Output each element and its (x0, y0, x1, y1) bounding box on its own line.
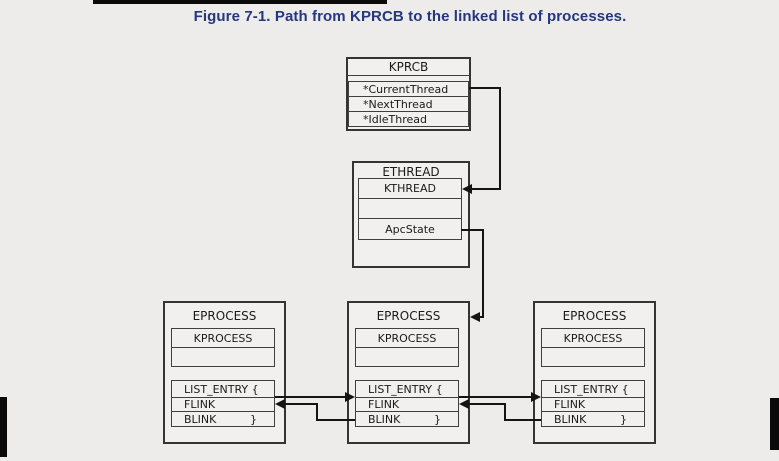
blink-label: BLINK (184, 412, 217, 426)
eprocess-box-left: EPROCESS KPROCESS LIST_ENTRY { FLINK BLI… (163, 301, 286, 444)
ethread-field-stack: KTHREAD ApcState (358, 178, 462, 240)
connector-flink-middle-to-right (459, 392, 541, 402)
eprocess-box-middle: EPROCESS KPROCESS LIST_ENTRY { FLINK BLI… (347, 301, 470, 444)
list-entry-block: LIST_ENTRY { FLINK BLINK } (541, 380, 645, 427)
connector-flink-left-to-middle (275, 392, 355, 402)
kprocess-empty-row (171, 347, 275, 367)
closing-brace: } (434, 412, 441, 426)
list-entry-row: LIST_ENTRY { (171, 380, 275, 398)
kprcb-field-currentthread: *CurrentThread (348, 81, 469, 97)
scan-artifact-top-edge (93, 0, 387, 4)
ethread-empty-row (358, 198, 462, 219)
flink-row: FLINK (171, 397, 275, 412)
connector-blink-right-to-middle (459, 399, 541, 421)
blink-label: BLINK (368, 412, 401, 426)
list-entry-row: LIST_ENTRY { (541, 380, 645, 398)
kprocess-row: KPROCESS (355, 328, 459, 348)
eprocess-box-right: EPROCESS KPROCESS LIST_ENTRY { FLINK BLI… (533, 301, 656, 444)
kprocess-row: KPROCESS (171, 328, 275, 348)
kprocess-block: KPROCESS (355, 328, 459, 367)
apcstate-row: ApcState (358, 218, 462, 240)
kprocess-block: KPROCESS (171, 328, 275, 367)
kprcb-field-stack: *CurrentThread *NextThread *IdleThread (348, 81, 469, 127)
closing-brace: } (620, 412, 627, 426)
eprocess-title: EPROCESS (376, 309, 441, 323)
scan-artifact-left-edge (0, 397, 7, 457)
kprcb-field-idlethread: *IdleThread (348, 111, 469, 127)
kprocess-row: KPROCESS (541, 328, 645, 348)
kprcb-title: KPRCB (348, 59, 469, 76)
blink-row: BLINK } (171, 411, 275, 427)
blink-row: BLINK } (541, 411, 645, 427)
list-entry-block: LIST_ENTRY { FLINK BLINK } (171, 380, 275, 427)
blink-row: BLINK } (355, 411, 459, 427)
kthread-row: KTHREAD (358, 178, 462, 199)
eprocess-title: EPROCESS (192, 309, 257, 323)
kprcb-field-nextthread: *NextThread (348, 96, 469, 112)
eprocess-title: EPROCESS (562, 309, 627, 323)
ethread-title: ETHREAD (382, 165, 440, 179)
closing-brace: } (250, 412, 257, 426)
ethread-box: ETHREAD KTHREAD ApcState (352, 161, 470, 268)
list-entry-row: LIST_ENTRY { (355, 380, 459, 398)
connector-blink-middle-to-left (275, 399, 355, 421)
flink-row: FLINK (355, 397, 459, 412)
list-entry-block: LIST_ENTRY { FLINK BLINK } (355, 380, 459, 427)
scan-artifact-right-edge (770, 398, 779, 450)
flink-row: FLINK (541, 397, 645, 412)
figure-caption: Figure 7-1. Path from KPRCB to the linke… (193, 8, 627, 25)
blink-label: BLINK (554, 412, 587, 426)
kprocess-block: KPROCESS (541, 328, 645, 367)
kprocess-empty-row (355, 347, 459, 367)
kprocess-empty-row (541, 347, 645, 367)
kprcb-box: KPRCB *CurrentThread *NextThread *IdleTh… (346, 57, 471, 131)
